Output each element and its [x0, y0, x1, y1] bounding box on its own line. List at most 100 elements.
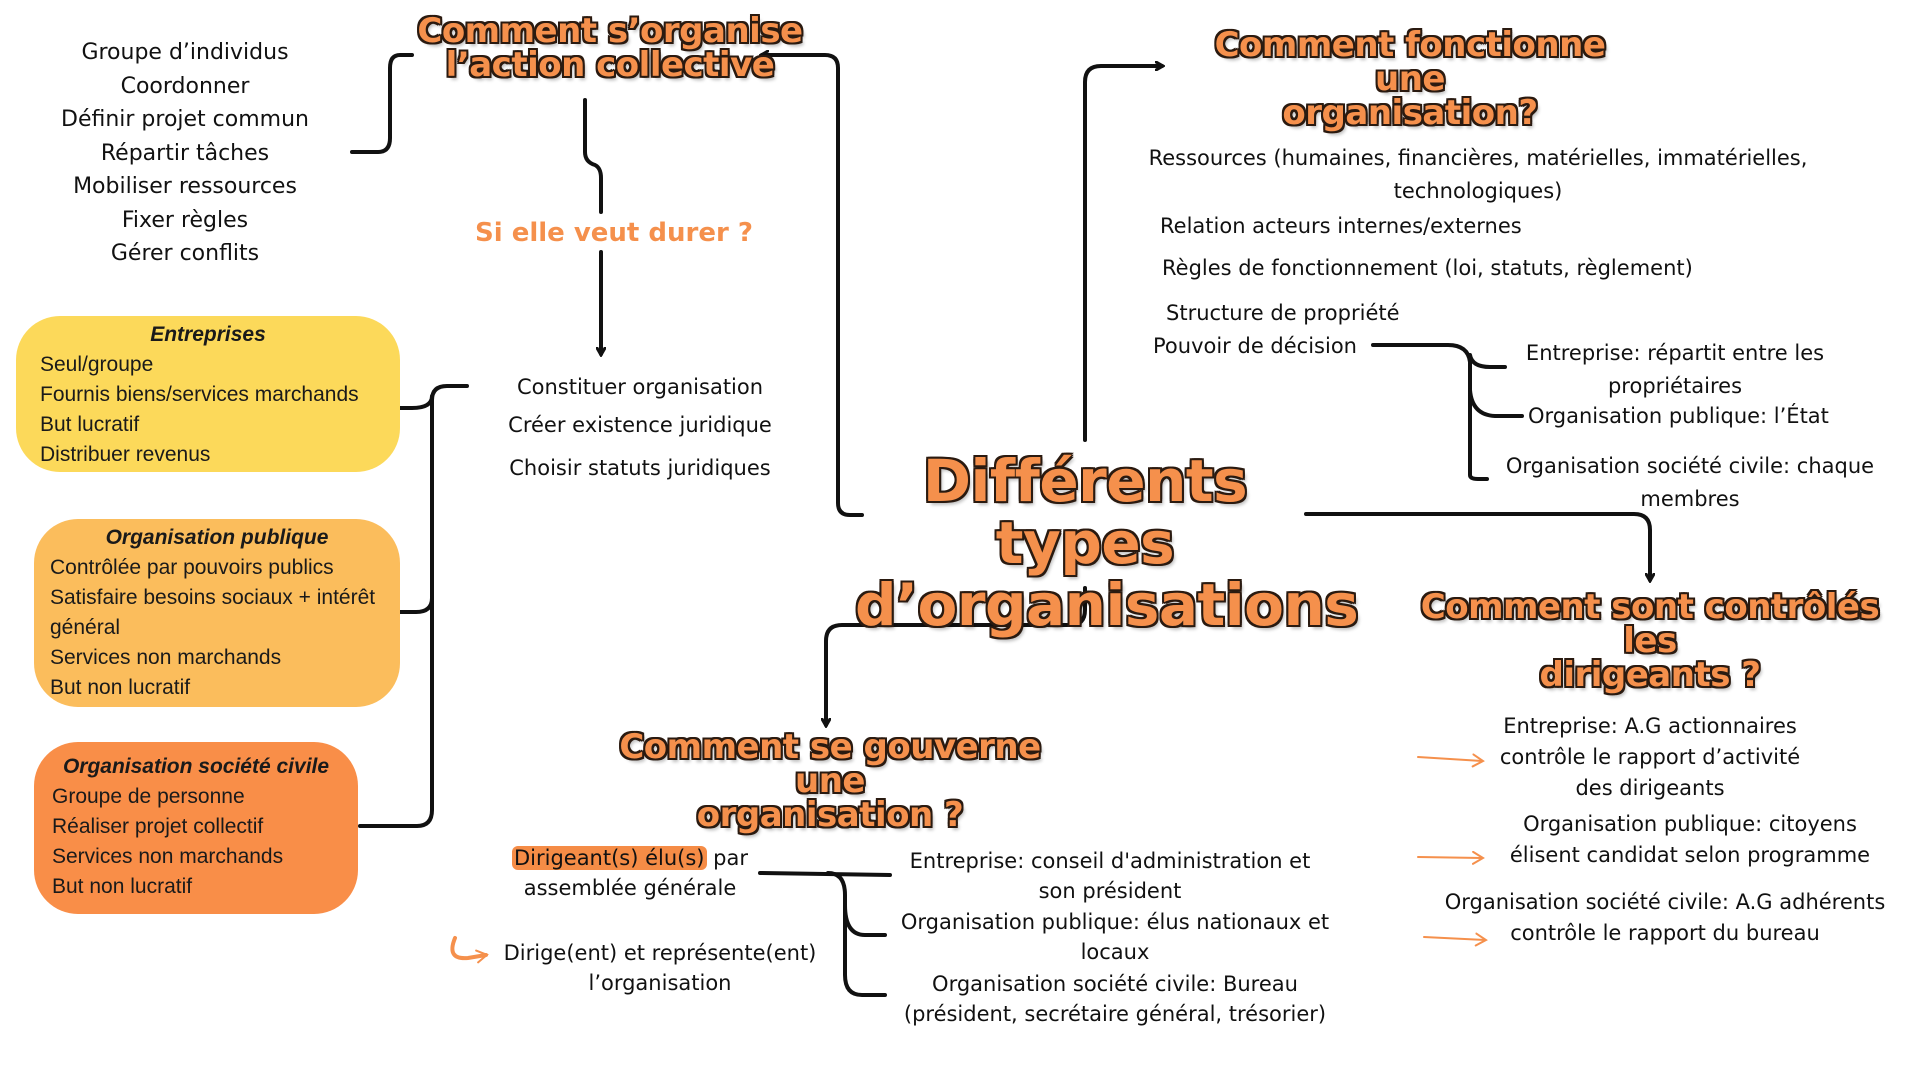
- ressources-line2: technologiques): [1393, 179, 1563, 203]
- title-line2: l’action collective: [445, 45, 775, 85]
- gouv-branch-societe-civile: Organisation société civile: Bureau (pré…: [895, 969, 1335, 1029]
- title-line2: organisation ?: [696, 795, 964, 835]
- action-item: Répartir tâches: [100, 140, 270, 166]
- link-center-to-controle: [1304, 512, 1650, 580]
- elected-rest: par: [706, 846, 749, 870]
- branch-line2: propriétaires: [1607, 374, 1743, 398]
- gouvernance-title: Comment se gouverne une organisation ?: [600, 730, 1060, 832]
- step-item: Choisir statuts juridiques: [509, 456, 771, 480]
- controle-line: élisent candidat selon programme: [1509, 843, 1871, 867]
- type-item: général: [50, 616, 121, 639]
- fonctionnement-item: Relation acteurs internes/externes: [1160, 214, 1522, 238]
- type-item: Distribuer revenus: [40, 443, 211, 466]
- action-item: Fixer règles: [121, 207, 249, 233]
- step-item: Constituer organisation: [516, 375, 764, 399]
- role-line2: l’organisation: [588, 971, 732, 995]
- fonctionnement-ressources: Ressources (humaines, financières, matér…: [1103, 142, 1853, 208]
- type-item: Satisfaire besoins sociaux + intérêt: [50, 586, 376, 609]
- controle-line: des dirigeants: [1575, 776, 1725, 800]
- ressources-line1: Ressources (humaines, financières, matér…: [1148, 146, 1808, 170]
- orange-arrow-1: [1417, 753, 1485, 768]
- step-item: Créer existence juridique: [508, 413, 772, 437]
- title-line1: Comment fonctionne une: [1214, 25, 1606, 99]
- gouv-branch-publique: Organisation publique: élus nationaux et…: [895, 907, 1335, 967]
- controle-line: Organisation société civile: A.G adhéren…: [1444, 890, 1886, 914]
- gouvernance-role: Dirige(ent) et représente(ent) l’organis…: [495, 938, 825, 998]
- type-item: But non lucratif: [50, 676, 191, 699]
- fonctionnement-title: Comment fonctionne une organisation?: [1180, 28, 1640, 130]
- action-collective-title: Comment s’organise l’action collective: [410, 14, 810, 82]
- gouvernance-elected: Dirigeant(s) élu(s) par assemblée généra…: [500, 843, 760, 903]
- controle-item-entreprise: Entreprise: A.G actionnaires contrôle le…: [1480, 711, 1820, 804]
- type-item: Réaliser projet collectif: [52, 815, 264, 838]
- link-center-to-gouvernance: [826, 586, 1087, 725]
- branch-line2: membres: [1640, 487, 1740, 511]
- branch-line1: Organisation société civile: Bureau: [932, 972, 1298, 996]
- type-title: Organisation publique: [105, 526, 329, 549]
- branch-line1: Organisation publique: élus nationaux et: [900, 910, 1330, 934]
- link-gouv-publique: [843, 903, 887, 937]
- type-title: Entreprises: [150, 323, 266, 346]
- type-title: Organisation société civile: [62, 755, 330, 778]
- title-line2: dirigeants ?: [1539, 655, 1761, 695]
- controle-line: contrôle le rapport du bureau: [1510, 921, 1820, 945]
- action-item: Définir projet commun: [61, 107, 309, 132]
- link-gouv-elected: [758, 871, 892, 877]
- central-title-line1: Différents types: [922, 447, 1248, 577]
- decision-branch-entreprise: Entreprise: répartit entre les propriéta…: [1505, 337, 1845, 403]
- type-item: Services non marchands: [52, 845, 284, 868]
- type-box-publique: Organisation publique Contrôlée par pouv…: [34, 519, 400, 707]
- fonctionnement-item: Règles de fonctionnement (loi, statuts, …: [1162, 256, 1693, 280]
- elected-line2: assemblée générale: [523, 876, 737, 900]
- bracket-publique: [398, 596, 434, 614]
- controle-item-publique: Organisation publique: citoyens élisent …: [1480, 809, 1900, 871]
- decision-branch-publique: Organisation publique: l’État: [1528, 404, 1829, 428]
- link-pouvoir-publique: [1468, 388, 1524, 418]
- action-item: Mobiliser ressources: [73, 174, 297, 199]
- bracket-action-items: [350, 53, 414, 154]
- type-item: Seul/groupe: [40, 353, 154, 376]
- gouv-branch-entreprise: Entreprise: conseil d'administration et …: [890, 846, 1330, 906]
- branch-line1: Organisation société civile: chaque: [1505, 454, 1875, 478]
- link-center-to-fonctionnement: [1083, 66, 1162, 442]
- branch-line2: locaux: [1080, 940, 1150, 964]
- link-action-to-question: [583, 98, 603, 214]
- type-item: Contrôlée par pouvoirs publics: [50, 556, 334, 579]
- type-item: Fournis biens/services marchands: [40, 383, 359, 406]
- durer-question: Si elle veut durer ?: [475, 218, 753, 248]
- action-item: Coordonner: [120, 73, 250, 99]
- fonctionnement-item: Structure de propriété: [1166, 301, 1400, 325]
- central-title-line2: d’organisations: [855, 571, 1359, 639]
- controle-line: contrôle le rapport d’activité: [1499, 745, 1801, 769]
- link-pouvoir-entreprise: [1468, 353, 1507, 369]
- action-item: Groupe d’individus: [81, 40, 289, 65]
- branch-line2: son président: [1038, 879, 1182, 903]
- decision-branch-societe-civile: Organisation société civile: chaque memb…: [1495, 450, 1885, 516]
- branch-line1: Entreprise: conseil d'administration et: [909, 849, 1311, 873]
- type-box-entreprises: Entreprises Seul/groupe Fournis biens/se…: [16, 316, 400, 472]
- link-center-to-action: [762, 55, 864, 517]
- curved-arrow-icon: [450, 936, 489, 964]
- type-item: But lucratif: [40, 413, 140, 436]
- title-line1: Comment s’organise: [417, 11, 803, 51]
- type-item: Services non marchands: [50, 646, 282, 669]
- role-line1: Dirige(ent) et représente(ent): [503, 941, 817, 965]
- controle-line: Entreprise: A.G actionnaires: [1503, 714, 1797, 738]
- controle-title: Comment sont contrôlés les dirigeants ?: [1420, 590, 1880, 692]
- pouvoir-decision: Pouvoir de décision: [1153, 334, 1357, 358]
- title-line2: organisation?: [1282, 93, 1538, 133]
- central-title: Différents types d’organisations: [855, 447, 1359, 639]
- type-item: But non lucratif: [52, 875, 193, 898]
- branch-line1: Entreprise: répartit entre les: [1525, 341, 1825, 365]
- branch-line2: (président, secrétaire général, trésorie…: [903, 1002, 1327, 1026]
- orange-arrow-3: [1423, 932, 1488, 947]
- action-item: Gérer conflits: [110, 241, 260, 266]
- elected-highlight: Dirigeant(s) élu(s): [511, 846, 707, 870]
- type-item: Groupe de personne: [52, 785, 245, 808]
- steps-list: Constituer organisation Créer existence …: [485, 371, 795, 485]
- bracket-entreprise: [376, 394, 434, 410]
- link-gouv-bracket: [826, 871, 887, 997]
- controle-line: Organisation publique: citoyens: [1523, 812, 1857, 836]
- type-box-societe-civile: Organisation société civile Groupe de pe…: [34, 742, 358, 914]
